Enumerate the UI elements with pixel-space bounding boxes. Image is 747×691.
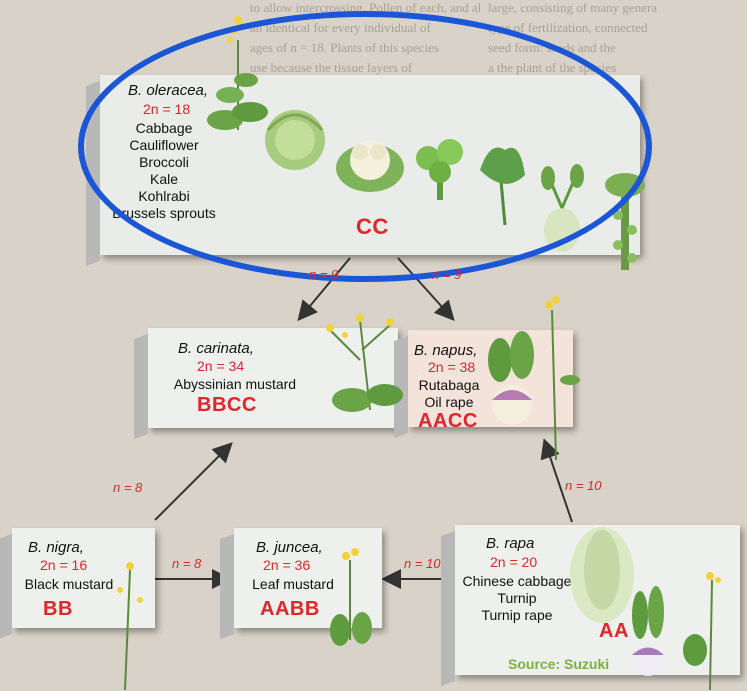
rutabaga-plant-icon (488, 331, 534, 425)
turnip-icon (632, 586, 664, 676)
black-mustard-plant-icon (117, 562, 143, 690)
abyssinian-mustard-plant-icon (326, 314, 403, 412)
turnip-rape-plant-icon (683, 572, 721, 690)
oil-rape-plant-icon (545, 296, 580, 460)
leaf-mustard-plant-icon (330, 548, 372, 646)
source-credit: Source: Suzuki (508, 656, 609, 672)
chinese-cabbage-icon (570, 527, 634, 623)
